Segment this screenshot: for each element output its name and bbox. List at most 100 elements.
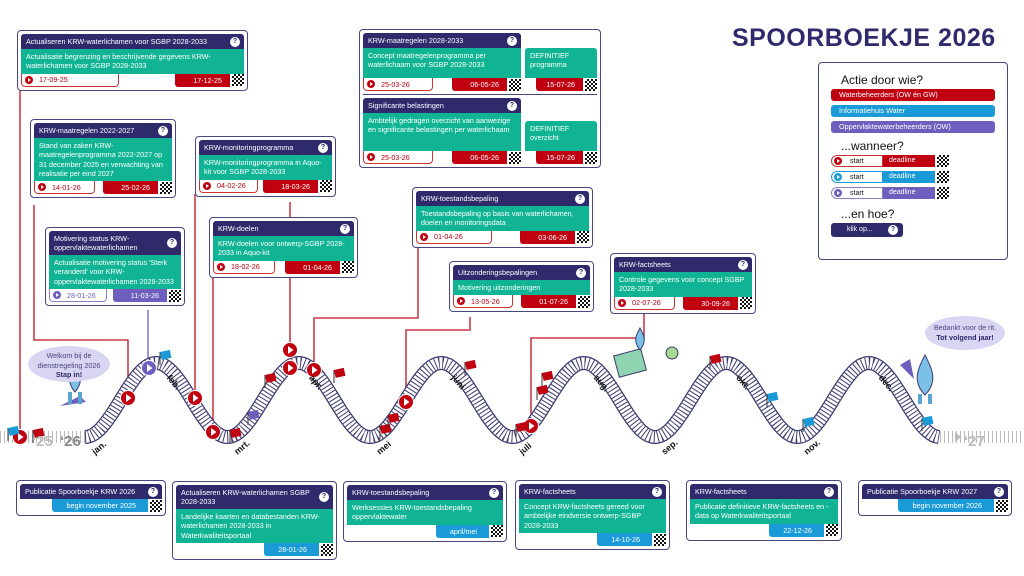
- start-marker-icon[interactable]: [205, 424, 221, 440]
- help-icon[interactable]: ?: [994, 486, 1004, 497]
- play-icon: [203, 181, 211, 190]
- info-card[interactable]: Publicatie Spoorboekje KRW 2026?begin no…: [16, 480, 166, 516]
- deadline-text: april/mei: [435, 524, 489, 538]
- deadline-text: 28-01-26: [264, 543, 319, 557]
- card-body: Ambtelijk gedragen overzicht van aanwezi…: [363, 113, 521, 151]
- legend-waterbeheerders: Waterbeheerders (OW én GW): [831, 89, 995, 101]
- deadline-text: 25-02-26: [103, 181, 158, 195]
- help-icon[interactable]: ?: [576, 267, 586, 278]
- help-icon[interactable]: ?: [319, 492, 329, 502]
- card-title: KRW-monitoringprogramma?: [199, 140, 332, 155]
- bubble-text: Welkom bij de dienstregeling 2026: [37, 351, 101, 370]
- help-icon[interactable]: ?: [230, 36, 240, 47]
- help-icon[interactable]: ?: [507, 35, 517, 46]
- combo-card[interactable]: KRW-maatregelen 2028-2033?Concept maatre…: [359, 29, 601, 168]
- start-date: 01-04-26: [416, 230, 493, 244]
- start-date-text: 28-01-26: [67, 290, 96, 300]
- card-title: KRW-factsheets?: [519, 484, 666, 499]
- card-title-text: Significante belastingen: [368, 101, 444, 110]
- help-icon[interactable]: ?: [824, 486, 834, 497]
- help-icon[interactable]: ?: [507, 100, 517, 111]
- deadline: begin november 2025: [52, 499, 162, 512]
- final-deadline-text: 15-07-26: [536, 151, 583, 164]
- bubble-text: Bedankt voor de rit.: [933, 323, 997, 332]
- card-title: KRW-maatregelen 2028-2033?: [363, 33, 521, 48]
- help-icon[interactable]: ?: [148, 486, 158, 497]
- deadline-text: 18-03-26: [263, 179, 318, 193]
- start-marker-icon[interactable]: [282, 342, 298, 358]
- card-title-text: KRW-toestandsbepaling: [421, 194, 499, 203]
- task-card[interactable]: Actualiseren KRW-waterlichamen voor SGBP…: [17, 30, 248, 91]
- checkered-flag-icon: [937, 171, 949, 183]
- checkered-flag-icon: [996, 499, 1008, 512]
- start-marker-icon[interactable]: [120, 390, 136, 406]
- play-icon: [420, 232, 428, 241]
- help-icon[interactable]: ?: [340, 223, 350, 234]
- task-card[interactable]: KRW-monitoringprogramma?KRW-monitoringpr…: [195, 136, 336, 197]
- start-marker-icon[interactable]: [282, 360, 298, 376]
- info-card[interactable]: KRW-factsheets?Concept KRW-factsheets ge…: [515, 480, 670, 551]
- deadline: begin november 2026: [898, 499, 1008, 512]
- help-icon[interactable]: ?: [738, 259, 748, 270]
- card-body: KRW-monitoringprogramma in Aquo-kit voor…: [199, 155, 332, 180]
- bubble-text-bold: Tot volgend jaar!: [936, 332, 994, 342]
- deadline-label: deadline: [883, 155, 935, 167]
- deadline-text: begin november 2025: [52, 499, 148, 512]
- click-help-button[interactable]: klik op...?: [831, 223, 903, 237]
- help-icon[interactable]: ?: [489, 487, 499, 498]
- help-icon[interactable]: ?: [158, 125, 168, 136]
- info-card[interactable]: KRW-factsheets?Publicatie definitieve KR…: [686, 480, 842, 541]
- checkered-flag-icon: [585, 151, 597, 164]
- checkered-flag-icon: [577, 231, 589, 244]
- deadline-text: 11-03-26: [112, 289, 167, 303]
- card-body: Controle gegevens voor concept SGBP 2028…: [614, 272, 752, 297]
- task-card[interactable]: Motivering status KRW-oppervlaktewaterli…: [45, 227, 185, 307]
- deadline-flag-icon: [921, 415, 934, 431]
- start-marker-icon[interactable]: [306, 362, 322, 378]
- task-card[interactable]: KRW-toestandsbepaling?Toestandsbepaling …: [412, 187, 593, 248]
- card-title-text: Actualiseren KRW-waterlichamen SGBP 2028…: [181, 488, 310, 506]
- play-icon: [25, 75, 33, 84]
- deadline-flag-icon: [536, 384, 549, 400]
- deadline-flag-icon: [709, 353, 722, 369]
- deadline-flag-icon: [766, 391, 779, 407]
- deadline: 14-10-26: [597, 533, 666, 547]
- task-card[interactable]: KRW-doelen?KRW-doelen voor ontwerp-SGBP …: [209, 217, 358, 278]
- card-title-text: KRW-factsheets: [619, 260, 671, 269]
- task-card[interactable]: KRW-maatregelen 2022-2027?Stand van zake…: [30, 119, 176, 199]
- checkered-flag-icon: [826, 524, 838, 537]
- deadline-text: 03-06-26: [520, 230, 575, 244]
- start-marker-icon[interactable]: [187, 390, 203, 406]
- start-date: 17-09-25: [21, 73, 120, 87]
- checkered-flag-icon: [160, 181, 172, 194]
- info-card[interactable]: Actualiseren KRW-waterlichamen SGBP 2028…: [172, 481, 337, 561]
- start-marker-icon[interactable]: [141, 360, 157, 376]
- play-icon: [834, 173, 842, 181]
- task-card[interactable]: Uitzonderingsbepalingen?Motivering uitzo…: [449, 261, 594, 313]
- deadline-flag-icon: [515, 421, 528, 437]
- deadline-flag-icon: [333, 367, 346, 383]
- info-card[interactable]: Publicatie Spoorboekje KRW 2027?begin no…: [858, 480, 1012, 516]
- task-card[interactable]: KRW-factsheets?Controle gegevens voor co…: [610, 253, 756, 314]
- checkered-flag-icon: [740, 297, 752, 310]
- play-icon: [834, 157, 842, 165]
- card-title: KRW-factsheets?: [690, 484, 838, 499]
- card-title: KRW-factsheets?: [614, 257, 752, 272]
- help-icon[interactable]: ?: [318, 142, 328, 153]
- deadline-text: 01-07-26: [521, 295, 576, 309]
- info-card[interactable]: KRW-toestandsbepaling?Werksessies KRW-to…: [343, 481, 507, 542]
- help-icon[interactable]: ?: [652, 486, 662, 497]
- help-icon[interactable]: ?: [575, 193, 585, 204]
- play-icon: [834, 189, 842, 197]
- checkered-flag-icon: [491, 525, 503, 538]
- mascot-train: [613, 326, 679, 378]
- play-icon: [53, 291, 61, 300]
- start-date: 25-03-26: [363, 78, 433, 91]
- start-marker-icon[interactable]: [398, 394, 414, 410]
- help-icon[interactable]: ?: [167, 238, 177, 248]
- final-label: DEFINITIEF overzicht: [525, 121, 597, 151]
- card-title-text: KRW-monitoringprogramma: [204, 143, 294, 152]
- card-title: Significante belastingen?: [363, 98, 521, 113]
- card-title: Publicatie Spoorboekje KRW 2027?: [862, 484, 1008, 499]
